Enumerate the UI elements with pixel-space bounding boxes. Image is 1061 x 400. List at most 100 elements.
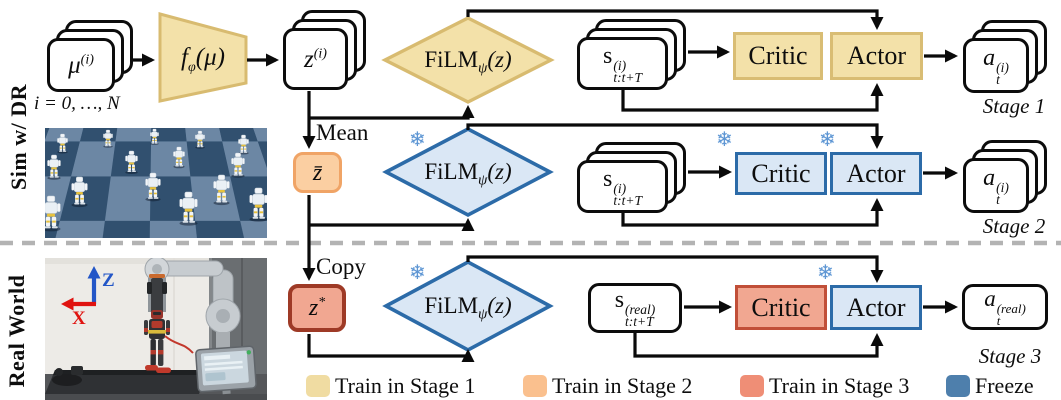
film-diamond-stage1: [381, 16, 555, 104]
row-label-real: Real World: [4, 274, 29, 388]
film-label-stage1: FiLMψ(z): [388, 47, 548, 78]
state-stack-stage2: s(i)t:t+T: [577, 142, 686, 213]
actor-box-stage1: Actor: [830, 32, 923, 80]
legend-item-stage3: Train in Stage 3: [740, 374, 909, 398]
actor-box-stage2: Actor: [830, 152, 922, 195]
legend-swatch-freeze: [946, 375, 970, 397]
film-subscript: ψ: [478, 60, 488, 77]
snowflake-icon: ❄: [716, 127, 733, 151]
stage2-label: Stage 2: [982, 214, 1046, 238]
action-box-real: a(real)t: [962, 284, 1048, 330]
mu-input-stack: μ(i): [47, 20, 133, 92]
legend-label: Train in Stage 1: [335, 373, 476, 398]
z-latent-stack: z(i): [283, 10, 366, 90]
action-subscript: t: [996, 71, 1000, 87]
zbar-symbol: z̄: [312, 159, 323, 186]
encoder-label: fφ(μ): [160, 45, 246, 75]
state-box-stage1: s(i)t:t+T: [577, 37, 668, 90]
domain-rand-index-label: i = 0, …, N: [34, 93, 120, 114]
legend-label: Train in Stage 2: [552, 373, 693, 398]
critic-label: Critic: [751, 292, 811, 322]
z-symbol: z: [304, 45, 314, 73]
x-axis-label: X: [72, 308, 86, 329]
action-symbol: a: [983, 164, 996, 191]
state-superscript: (i): [613, 57, 627, 73]
zstar-symbol: z: [308, 295, 319, 321]
action-superscript: (real): [996, 301, 1026, 316]
film-args: (z): [487, 159, 512, 184]
arrow-film1-to-actor1: [466, 9, 884, 30]
real-world-scene: Z X: [45, 258, 267, 400]
teach-pendant-monitor: [195, 345, 257, 395]
film-label-stage3: FiLMψ(z): [388, 293, 548, 324]
film-name: FiLM: [424, 159, 479, 184]
copy-label: Copy: [316, 254, 366, 279]
state-symbol: s: [614, 287, 625, 313]
action-symbol: a: [984, 286, 996, 311]
camera-equipment: [52, 366, 83, 386]
legend-item-stage2: Train in Stage 2: [523, 374, 692, 398]
critic-label: Critic: [751, 158, 811, 188]
actor-label: Actor: [846, 41, 907, 70]
film-diamond-stage3: [382, 259, 554, 353]
stage3-label: Stage 3: [978, 344, 1042, 368]
actor-label: Actor: [846, 292, 906, 322]
encoder-trapezoid: [158, 12, 248, 103]
state-superscript: (i): [613, 180, 627, 196]
arrow-s2-to-actor2: [621, 198, 884, 227]
legend-swatch-stage2: [523, 375, 547, 397]
arrow-s1-to-actor1: [621, 83, 884, 112]
action-superscript: (i): [996, 59, 1009, 75]
arrow-zstar-to-film3: [307, 334, 475, 362]
encoder-args: (μ): [195, 44, 225, 71]
humanoid-robot: [144, 310, 194, 373]
arrow-zbar-to-film2: [309, 218, 475, 231]
encoder-symbol: f: [181, 44, 188, 71]
film-diamond-stage2: [382, 126, 554, 218]
action-box-stage1: a(i)t: [963, 38, 1029, 93]
film-subscript: ψ: [478, 172, 488, 189]
state-superscript: (real): [625, 302, 656, 317]
state-symbol: s: [603, 42, 613, 69]
z-box: z(i): [283, 28, 348, 90]
arrow-film3-to-actor3: [466, 255, 884, 283]
state-symbol: s: [603, 165, 613, 192]
arrow-s3-to-actor3: [633, 333, 884, 358]
action-subscript: t: [996, 313, 1001, 328]
snowflake-icon: ❄: [819, 127, 836, 151]
state-subscript: t:t+T: [625, 314, 654, 329]
encoder-subscript: φ: [188, 60, 196, 75]
arrow-film2-to-actor2: [466, 123, 884, 149]
action-superscript: (i): [996, 179, 1009, 195]
sim-screenshot: [45, 128, 267, 238]
mu-superscript: (i): [80, 52, 94, 68]
mean-label: Mean: [316, 120, 369, 145]
legend-label: Train in Stage 3: [769, 373, 910, 398]
film-label-stage2: FiLMψ(z): [388, 159, 548, 190]
film-args: (z): [487, 47, 512, 72]
critic-label: Critic: [748, 41, 808, 70]
snowflake-icon: ❄: [817, 260, 834, 284]
snowflake-icon: ❄: [409, 127, 426, 151]
coordinate-axes: Z X: [61, 266, 115, 329]
actor-label: Actor: [846, 158, 906, 188]
sim-humanoids: [45, 128, 267, 232]
legend-swatch-stage1: [306, 375, 330, 397]
film-name: FiLM: [424, 47, 479, 72]
snowflake-icon: ❄: [409, 260, 426, 284]
state-subscript: t:t+T: [613, 192, 642, 208]
state-box-real: s(real)t:t+T: [588, 283, 682, 333]
arrows: [116, 9, 958, 362]
row-label-sim: Sim w/ DR: [6, 84, 31, 190]
mu-symbol: μ: [68, 51, 81, 79]
stage1-label: Stage 1: [982, 94, 1046, 118]
legend-item-freeze: Freeze: [946, 374, 1034, 398]
mu-box: μ(i): [47, 38, 115, 92]
gantry-rig: [147, 278, 167, 314]
zstar-superscript: *: [318, 295, 326, 310]
real-world-photo: Z X: [45, 258, 267, 400]
critic-box-stage2: Critic: [735, 152, 827, 195]
arrow-z-to-film1: [309, 105, 475, 120]
